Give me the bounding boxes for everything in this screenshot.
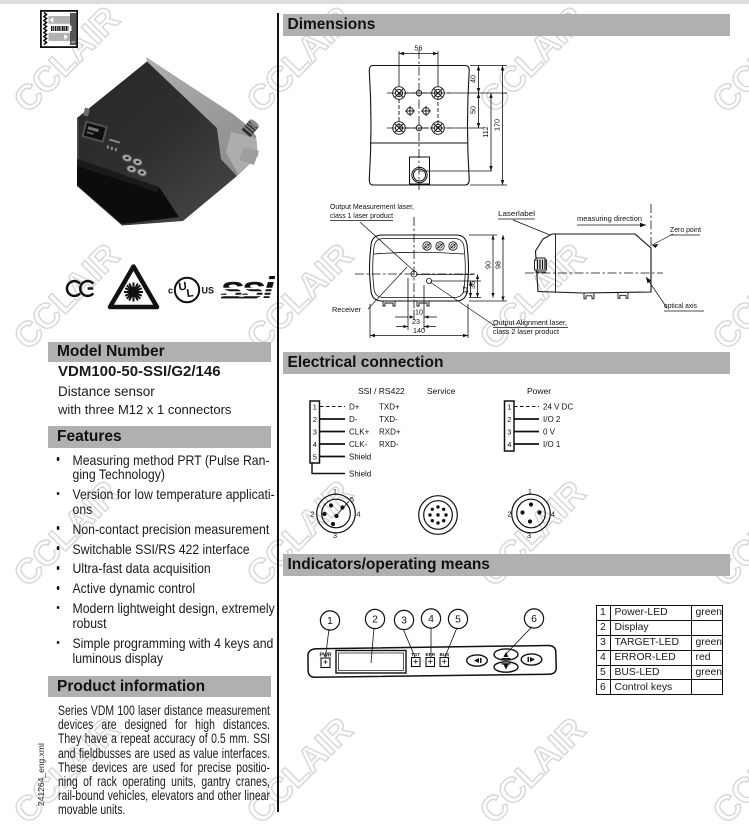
svg-text:SSI / RS422: SSI / RS422 [358, 386, 405, 396]
svg-text:5: 5 [313, 453, 317, 462]
svg-text:optical axis: optical axis [664, 301, 697, 310]
svg-text:CLK+: CLK+ [349, 428, 370, 437]
svg-text:Output Measurement laser,: Output Measurement laser, [330, 202, 414, 211]
svg-text:D+: D+ [349, 403, 360, 412]
svg-text:2: 2 [507, 415, 511, 424]
svg-text:4: 4 [507, 440, 511, 449]
svg-text:D-: D- [349, 415, 358, 424]
svg-text:3: 3 [333, 531, 337, 540]
svg-text:23: 23 [412, 317, 420, 326]
svg-text:1: 1 [333, 487, 337, 496]
svg-text:0 V: 0 V [543, 428, 556, 437]
svg-text:CLK-: CLK- [349, 440, 368, 449]
svg-text:90: 90 [484, 261, 493, 269]
svg-text:1: 1 [507, 403, 511, 412]
svg-text:36: 36 [468, 281, 477, 289]
svg-text:112: 112 [481, 126, 490, 137]
svg-text:L: L [186, 287, 195, 300]
svg-text:17: 17 [461, 286, 470, 294]
svg-text:I/O 1: I/O 1 [543, 440, 561, 449]
svg-text:Laserlabel: Laserlabel [498, 209, 535, 218]
svg-text:Shield: Shield [349, 453, 371, 462]
svg-text:6: 6 [531, 614, 537, 625]
svg-text:3: 3 [313, 428, 317, 437]
svg-text:Zero point: Zero point [670, 225, 701, 234]
svg-text:4: 4 [428, 614, 434, 625]
svg-text:TXD+: TXD+ [379, 403, 400, 412]
svg-text:Power: Power [527, 386, 551, 396]
svg-text:1: 1 [313, 403, 317, 412]
svg-text:56: 56 [415, 44, 423, 53]
svg-text:Service: Service [427, 386, 456, 396]
svg-text:TGT: TGT [411, 652, 420, 657]
svg-text:ERR: ERR [426, 652, 436, 657]
svg-text:class 1 laser product: class 1 laser product [330, 211, 393, 220]
svg-text:4: 4 [551, 510, 555, 519]
svg-text:2: 2 [310, 510, 314, 519]
svg-text:PWR: PWR [320, 653, 332, 659]
svg-text:2: 2 [372, 615, 378, 626]
svg-text:TXD-: TXD- [379, 415, 398, 424]
svg-text:Shield: Shield [349, 470, 371, 479]
svg-text:5: 5 [350, 495, 354, 504]
svg-text:2: 2 [313, 415, 317, 424]
svg-text:ssi: ssi [220, 271, 275, 305]
svg-text:Receiver: Receiver [332, 305, 362, 314]
svg-text:2: 2 [507, 510, 511, 519]
svg-text:3: 3 [507, 428, 511, 437]
svg-text:50: 50 [469, 106, 478, 114]
svg-text:170: 170 [493, 119, 502, 131]
svg-text:class 2 laser product: class 2 laser product [493, 327, 559, 336]
svg-text:1: 1 [327, 616, 333, 627]
svg-text:3: 3 [527, 531, 531, 540]
svg-text:1: 1 [528, 487, 532, 496]
svg-text:4: 4 [356, 510, 360, 519]
svg-text:24 V DC: 24 V DC [543, 403, 573, 412]
svg-text:140: 140 [413, 326, 425, 335]
svg-text:5: 5 [455, 615, 461, 626]
svg-text:US: US [202, 286, 215, 296]
svg-text:I/O 2: I/O 2 [543, 415, 561, 424]
svg-text:RXD+: RXD+ [379, 428, 401, 437]
svg-text:RXD-: RXD- [379, 440, 399, 449]
svg-text:U: U [178, 281, 188, 294]
svg-text:3: 3 [401, 616, 407, 627]
svg-text:4: 4 [313, 440, 317, 449]
svg-text:10: 10 [415, 308, 423, 317]
svg-text:98: 98 [494, 261, 503, 269]
svg-text:40: 40 [469, 75, 478, 83]
svg-text:Output Alignment laser,: Output Alignment laser, [493, 318, 567, 327]
svg-text:c: c [168, 286, 173, 296]
svg-text:measuring direction: measuring direction [577, 214, 642, 223]
svg-text:BUS: BUS [440, 652, 450, 657]
